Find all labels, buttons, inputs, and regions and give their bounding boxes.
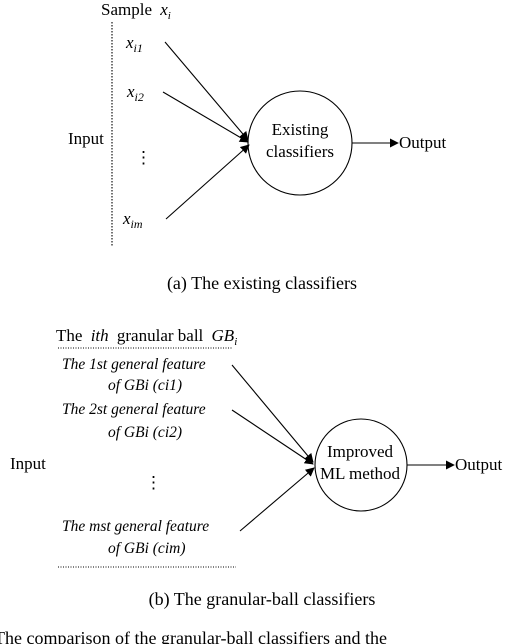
edge-feature-m xyxy=(239,467,315,532)
panel-b: The ith granular ball GBi The 1st genera… xyxy=(10,326,503,610)
input-xi1: xi1 xyxy=(125,33,143,55)
feature-1-line2: of GBi (ci1) xyxy=(108,377,182,394)
input-label: Input xyxy=(68,129,104,148)
panel-a: Sample xi Input xi1 xi2 ⋮ xim Existing c… xyxy=(68,0,447,294)
feature-m-line1: The mst general feature xyxy=(62,518,209,535)
input-xi2: xi2 xyxy=(126,82,144,104)
feature-ellipsis: ⋮ xyxy=(145,473,162,492)
edge-xi1 xyxy=(164,41,249,141)
edge-feature-1 xyxy=(231,364,314,463)
node-b-line1: Improved xyxy=(327,442,394,461)
edge-xim xyxy=(165,144,250,220)
input-ellipsis: ⋮ xyxy=(135,148,152,167)
output-label-a: Output xyxy=(399,133,447,152)
input-xim: xim xyxy=(122,209,143,231)
node-a-line1: Existing xyxy=(272,120,329,139)
granular-ball-header: The ith granular ball GBi xyxy=(56,326,237,348)
node-a-line2: classifiers xyxy=(266,142,334,161)
sample-header: Sample xi xyxy=(101,0,171,22)
edge-xi2 xyxy=(162,91,249,143)
footer-caption-text: The comparison of the granular-ball clas… xyxy=(0,628,387,644)
input-label-b: Input xyxy=(10,454,46,473)
output-label-b: Output xyxy=(455,455,503,474)
node-b-line2: ML method xyxy=(320,464,401,483)
feature-1-line1: The 1st general feature xyxy=(62,356,206,373)
feature-2-line2: of GBi (ci2) xyxy=(108,424,182,441)
caption-a: (a) The existing classifiers xyxy=(167,273,357,294)
feature-m-line2: of GBi (cim) xyxy=(108,540,185,557)
caption-b: (b) The granular-ball classifiers xyxy=(149,589,376,610)
edge-feature-2 xyxy=(231,409,314,465)
feature-2-line1: The 2st general feature xyxy=(62,401,206,418)
